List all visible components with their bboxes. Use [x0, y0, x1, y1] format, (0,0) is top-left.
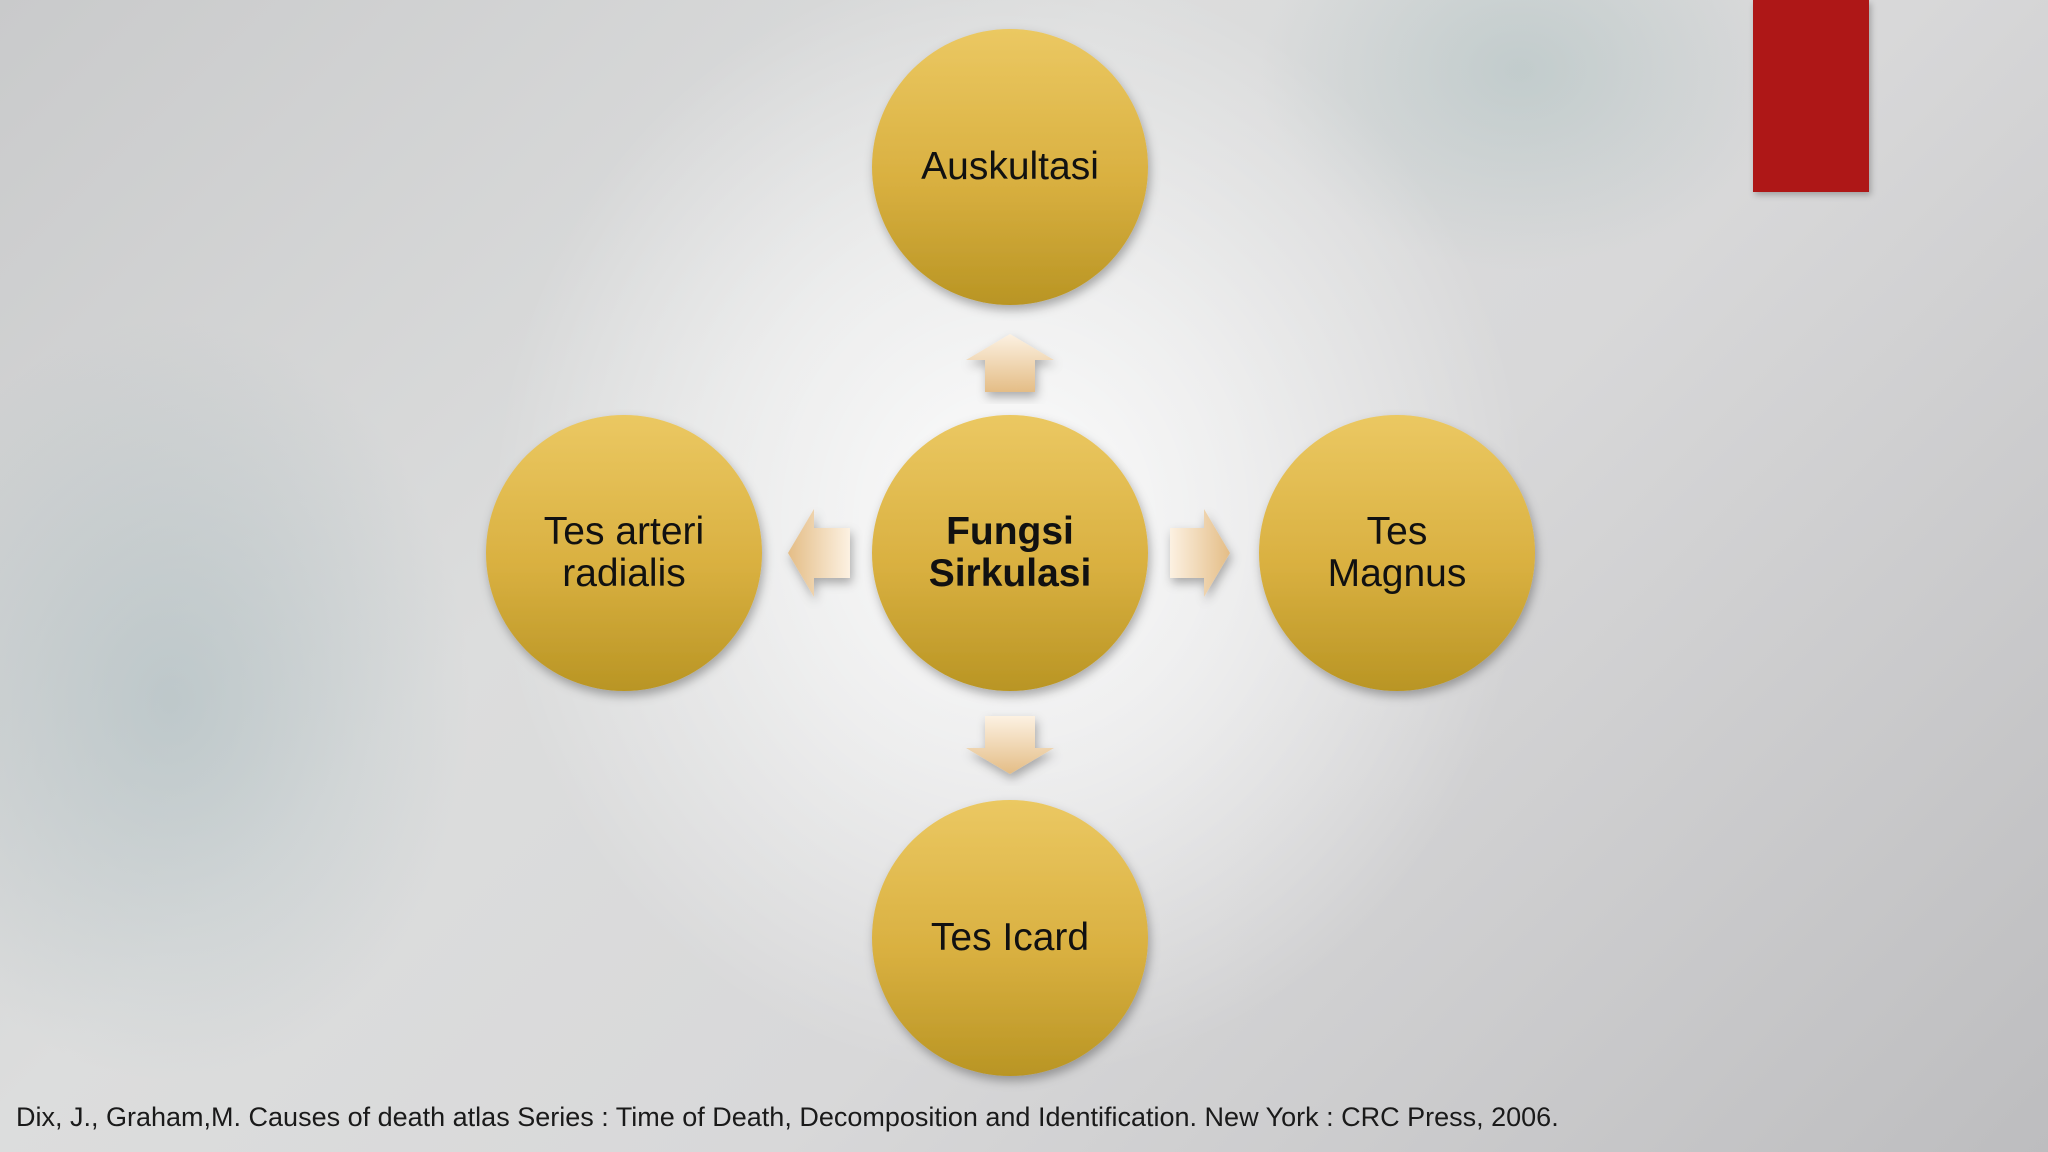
- accent-bar: [1753, 0, 1869, 192]
- arrow-down: [966, 716, 1054, 774]
- arrow-left: [788, 509, 850, 597]
- node-left-circle: [486, 415, 762, 691]
- node-top-circle: [872, 29, 1148, 305]
- citation-text: Dix, J., Graham,M. Causes of death atlas…: [16, 1102, 1559, 1132]
- arrow-right: [1170, 509, 1230, 597]
- node-center-circle: [872, 415, 1148, 691]
- arrow-up: [966, 334, 1054, 392]
- node-right-circle: [1259, 415, 1535, 691]
- node-bottom-circle: [872, 800, 1148, 1076]
